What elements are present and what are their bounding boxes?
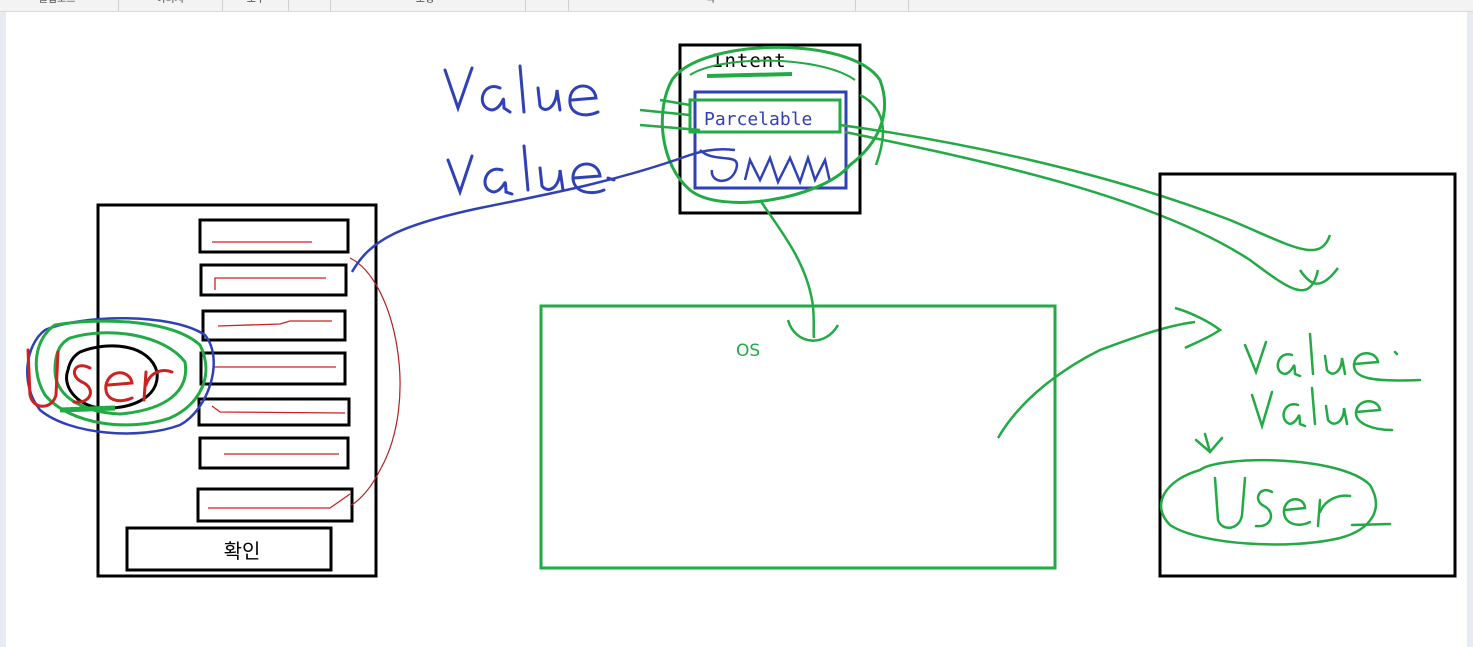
ribbon-group-colors[interactable]: 색 — [695, 0, 725, 11]
input-field-1 — [198, 218, 350, 254]
parcelable-label: Parcelable — [704, 109, 812, 130]
value-handwriting-blue — [443, 64, 616, 197]
ribbon-group-shapes[interactable]: 도형 — [400, 0, 450, 11]
input-field-5 — [197, 397, 351, 427]
ribbon-group-image[interactable]: 이미지 — [140, 0, 200, 11]
ribbon-group-tools[interactable]: 도구 — [236, 0, 276, 11]
value-handwriting-green — [1243, 332, 1422, 432]
left-activity-screen — [96, 203, 401, 578]
arrow-intent-to-right — [839, 123, 1339, 292]
input-field-2 — [199, 263, 348, 297]
svg-text:확인: 확인 — [224, 539, 261, 563]
ribbon-group-clipboard[interactable]: 클립보드 — [22, 0, 92, 11]
intent-box: Intent Parcelable — [639, 43, 886, 215]
right-activity-screen — [1158, 172, 1457, 578]
arrow-intent-to-os — [758, 199, 840, 342]
input-field-3 — [201, 309, 347, 342]
arrow-os-to-right — [996, 306, 1223, 439]
input-field-7 — [196, 487, 354, 523]
parcelable-box — [693, 90, 848, 190]
user-handwriting-left — [26, 317, 215, 435]
ribbon-toolbar: 클립보드 이미지 도구 도형 색 — [0, 0, 1473, 12]
canvas-right-edge — [1467, 12, 1473, 647]
input-field-6 — [198, 436, 350, 470]
user-handwriting-right — [1159, 432, 1392, 546]
input-field-4 — [199, 351, 347, 386]
confirm-button[interactable]: 확인 — [125, 526, 333, 572]
os-label: OS — [736, 341, 760, 361]
os-box: OS — [539, 304, 1057, 570]
canvas-left-edge — [0, 12, 6, 647]
